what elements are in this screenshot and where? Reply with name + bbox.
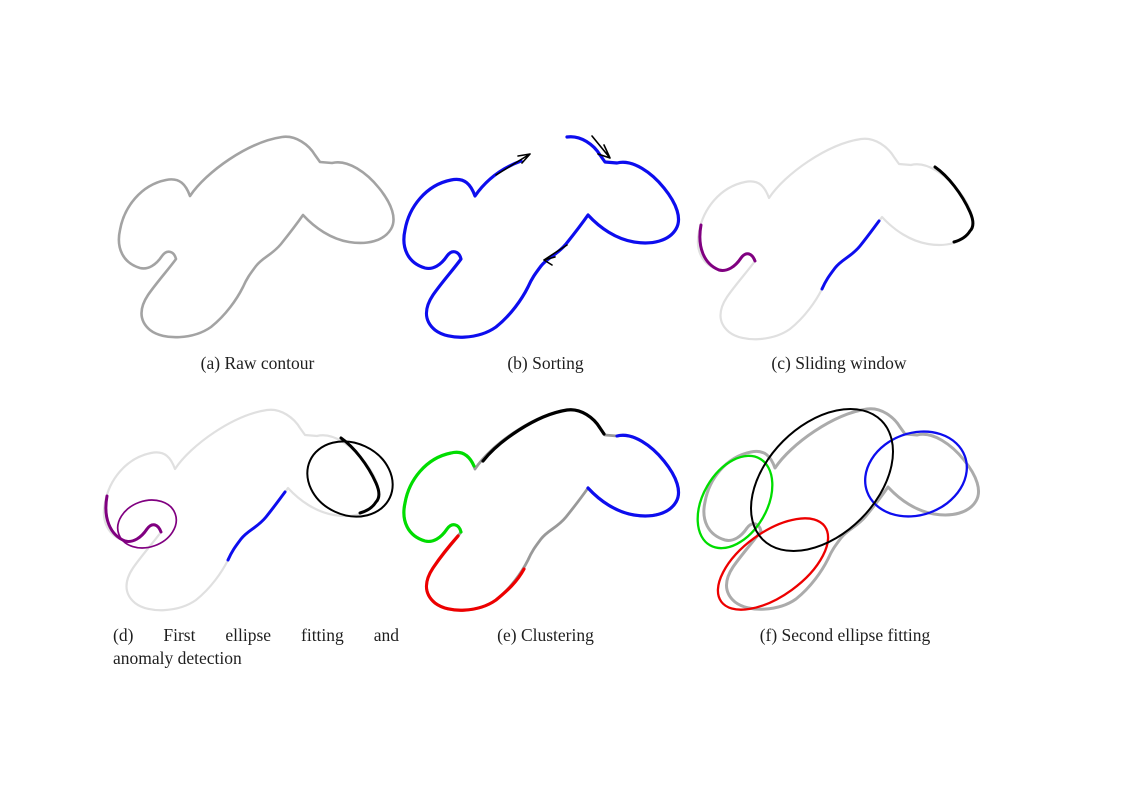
caption-b: (b) Sorting <box>507 353 584 373</box>
faded-contour-path <box>102 408 380 612</box>
underlay-contour-path <box>702 407 980 611</box>
second-ellipse-black <box>750 408 894 552</box>
caption-a: (a) Raw contour <box>200 353 315 373</box>
panel-a-drawing <box>117 135 395 339</box>
panel-b-drawing <box>402 135 681 339</box>
second-ellipse-red <box>716 517 830 611</box>
window-segment-purple <box>104 494 163 543</box>
fitted-ellipse-black <box>306 440 394 518</box>
direction-arrow-middle <box>543 244 568 266</box>
cluster-segment-green <box>402 450 476 544</box>
caption-d: (d) First ellipse fitting and anomaly de… <box>113 624 399 670</box>
direction-arrow-end <box>495 153 531 176</box>
window-segment-black <box>933 165 975 244</box>
panel-d-drawing <box>102 408 394 612</box>
window-segment-blue <box>226 490 287 562</box>
window-segment-black <box>339 436 381 515</box>
second-ellipse-blue <box>864 430 968 518</box>
panel-c-drawing <box>696 137 975 341</box>
cluster-segment-red <box>424 534 526 612</box>
panel-e-drawing <box>402 408 681 612</box>
cluster-segment-black <box>481 408 606 463</box>
caption-e: (e) Clustering <box>497 625 594 645</box>
caption-d-line2: anomaly detection <box>113 648 242 668</box>
panel-f-drawing <box>696 407 980 611</box>
faded-contour-path <box>696 137 974 341</box>
caption-c: (c) Sliding window <box>771 353 907 373</box>
caption-d-line1: (d) First ellipse fitting and <box>113 625 399 645</box>
second-ellipse-green <box>696 454 774 550</box>
sorted-contour-path <box>402 135 681 339</box>
window-segment-purple <box>698 223 757 272</box>
fitted-ellipse-purple <box>116 499 178 549</box>
cluster-segment-blue <box>586 433 681 518</box>
direction-arrow-start <box>591 135 611 159</box>
raw-contour-path <box>117 135 395 339</box>
window-segment-blue <box>820 219 881 291</box>
caption-f: (f) Second ellipse fitting <box>759 625 931 645</box>
